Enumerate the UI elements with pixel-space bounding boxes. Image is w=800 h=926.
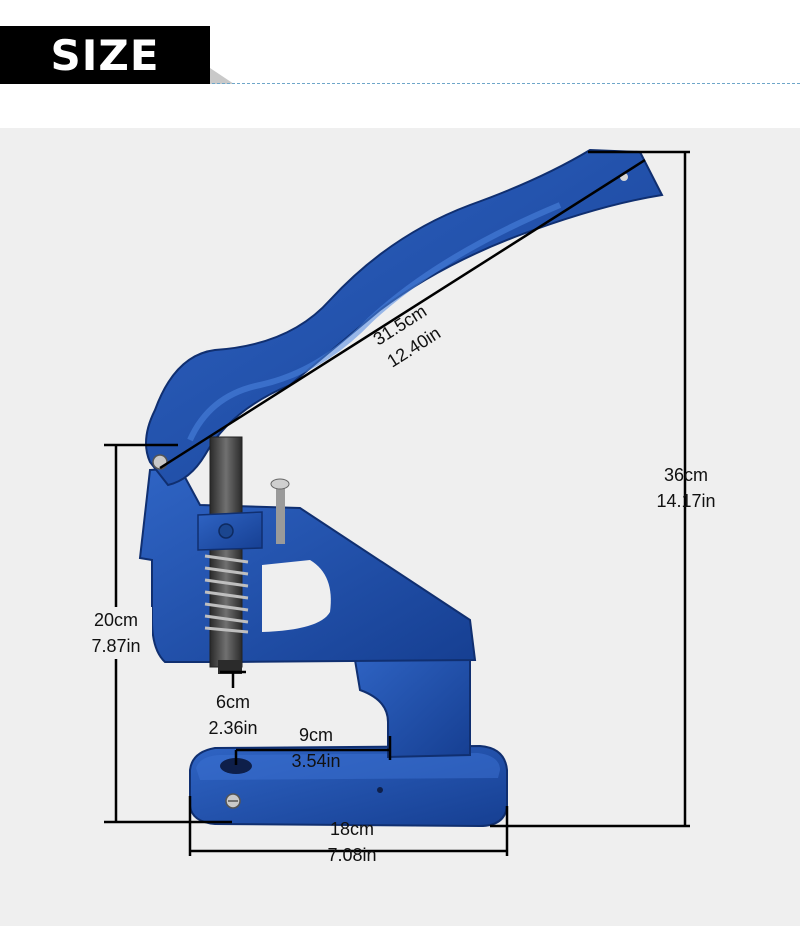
press-column — [353, 648, 471, 759]
label-punch-size: 6cm 2.36in — [193, 689, 273, 741]
header: SIZE — [0, 0, 800, 128]
label-throat-height: 20cm 7.87in — [80, 607, 152, 659]
label-throat-depth: 9cm 3.54in — [276, 722, 356, 774]
base-hole-icon — [220, 758, 252, 774]
throat-depth-in: 3.54in — [291, 751, 341, 771]
base-top — [196, 753, 500, 780]
label-total-height: 36cm 14.17in — [638, 462, 734, 514]
base-width-cm: 18cm — [329, 819, 374, 839]
dashed-rule — [212, 83, 800, 84]
spring-icon — [204, 554, 249, 634]
total-height-in: 14.17in — [656, 491, 716, 511]
base-width-in: 7.08in — [327, 845, 377, 865]
collar-screw-icon — [218, 523, 234, 539]
throat-opening — [262, 560, 331, 632]
size-title: SIZE — [0, 26, 210, 84]
total-height-cm: 36cm — [663, 465, 708, 485]
throat-height-in: 7.87in — [91, 636, 141, 656]
throat-depth-cm: 9cm — [298, 725, 333, 745]
punch-in: 2.36in — [208, 718, 258, 738]
punch-cm: 6cm — [215, 692, 250, 712]
throat-height-cm: 20cm — [93, 610, 138, 630]
title-notch — [210, 68, 234, 84]
dim-handle-line — [159, 158, 646, 470]
label-base-width: 18cm 7.08in — [312, 816, 392, 868]
adjust-screw-icon — [276, 484, 285, 544]
